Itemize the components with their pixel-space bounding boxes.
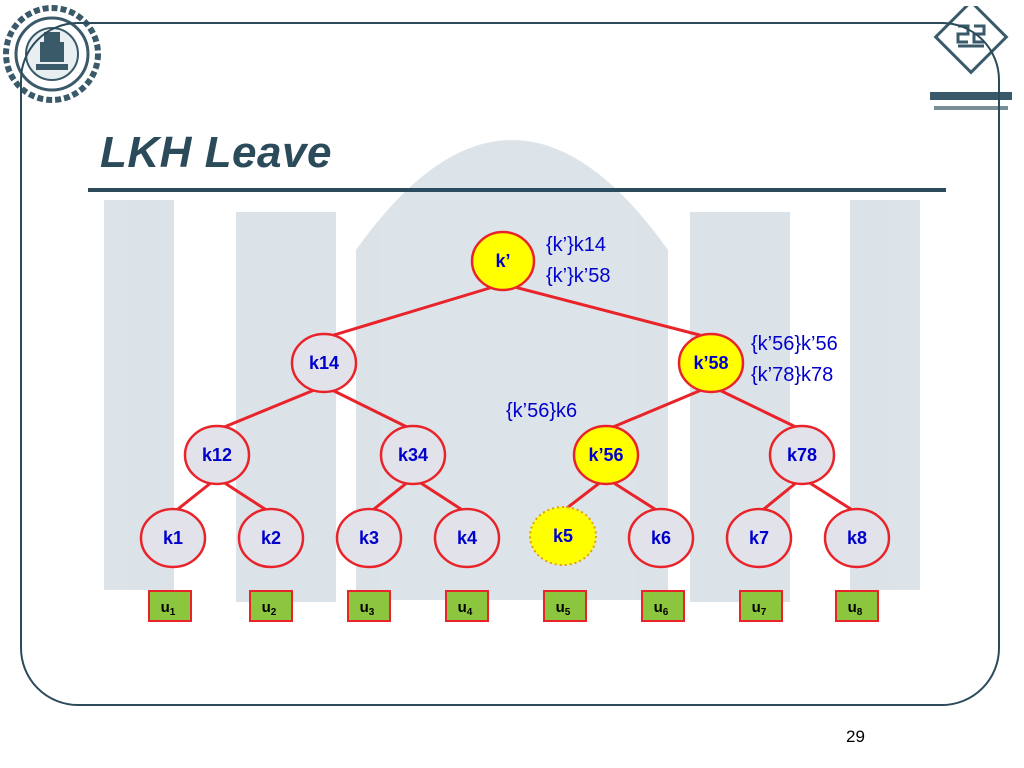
- node-circle: [572, 424, 640, 486]
- user-box-bg: [347, 590, 391, 622]
- edge-root-k14: [323, 282, 504, 340]
- node-label: k5: [553, 526, 573, 546]
- tree-node-root: k’: [470, 230, 536, 292]
- user-label: u2: [262, 599, 277, 618]
- node-label: k’56: [588, 445, 623, 465]
- node-label: k8: [847, 528, 867, 548]
- node-circle: [627, 507, 695, 569]
- user-label: u4: [458, 599, 473, 618]
- edge-k58-k56: [605, 384, 712, 432]
- tree-node-k34: k34: [379, 424, 447, 486]
- tree-node-k2: k2: [237, 507, 305, 569]
- user-label: u5: [556, 599, 571, 618]
- node-circle: [823, 507, 891, 569]
- user-box-bg: [641, 590, 685, 622]
- node-circle: [237, 507, 305, 569]
- annotation-k58-line1: {k’56}k’56: [751, 333, 838, 355]
- tree-node-k1: k1: [139, 507, 207, 569]
- title-underline: [88, 188, 946, 192]
- user-box-bg: [148, 590, 192, 622]
- node-label: k6: [651, 528, 671, 548]
- user-box-8: u8: [835, 590, 879, 622]
- tree-node-k4: k4: [433, 507, 501, 569]
- tree-node-k8: k8: [823, 507, 891, 569]
- user-label: u1: [161, 599, 176, 618]
- user-box-7: u7: [739, 590, 783, 622]
- tree-node-k58: k’58: [677, 332, 745, 394]
- tree-node-k5: k5: [529, 506, 597, 566]
- watermark-logo: [104, 140, 920, 602]
- edge-k14-k34: [323, 384, 414, 432]
- node-circle: [768, 424, 836, 486]
- edge-k58-k78: [710, 384, 803, 432]
- tree-node-k78: k78: [768, 424, 836, 486]
- tree-node-k3: k3: [335, 507, 403, 569]
- node-label: k4: [457, 528, 477, 548]
- tree-node-k14: k14: [290, 332, 358, 394]
- node-circle: [433, 507, 501, 569]
- user-box-5: u5: [543, 590, 587, 622]
- edge-root-k58: [502, 282, 712, 340]
- node-label: k1: [163, 528, 183, 548]
- user-label: u3: [360, 599, 375, 618]
- node-label: k’: [495, 251, 510, 271]
- node-circle: [529, 506, 597, 566]
- user-box-bg: [739, 590, 783, 622]
- tree-node-k6: k6: [627, 507, 695, 569]
- node-label: k34: [398, 445, 428, 465]
- user-box-bg: [445, 590, 489, 622]
- node-label: k’58: [693, 353, 728, 373]
- tree-node-k7: k7: [725, 507, 793, 569]
- tree-node-k12: k12: [183, 424, 251, 486]
- annotation-root-line2: {k’}k’58: [546, 265, 611, 287]
- page-number: 29: [846, 727, 865, 746]
- user-box-bg: [249, 590, 293, 622]
- annotation-k58-line2: {k’78}k78: [751, 364, 833, 386]
- node-circle: [183, 424, 251, 486]
- node-label: k7: [749, 528, 769, 548]
- user-label: u8: [848, 599, 863, 618]
- node-label: k2: [261, 528, 281, 548]
- user-label: u7: [752, 599, 767, 618]
- node-circle: [725, 507, 793, 569]
- node-label: k78: [787, 445, 817, 465]
- node-label: k12: [202, 445, 232, 465]
- user-box-bg: [543, 590, 587, 622]
- node-circle: [379, 424, 447, 486]
- node-label: k3: [359, 528, 379, 548]
- user-box-4: u4: [445, 590, 489, 622]
- node-circle: [470, 230, 536, 292]
- user-box-6: u6: [641, 590, 685, 622]
- node-circle: [139, 507, 207, 569]
- user-label: u6: [654, 599, 669, 618]
- node-circle: [335, 507, 403, 569]
- user-box-3: u3: [347, 590, 391, 622]
- user-box-bg: [835, 590, 879, 622]
- annotation-k56-line1: {k’56}k6: [506, 400, 577, 422]
- user-box-1: u1: [148, 590, 192, 622]
- node-circle: [290, 332, 358, 394]
- user-box-2: u2: [249, 590, 293, 622]
- annotation-root-line1: {k’}k14: [546, 234, 606, 256]
- slide-title: LKH Leave: [100, 128, 332, 177]
- edge-k14-k12: [216, 384, 325, 432]
- tree-node-k56: k’56: [572, 424, 640, 486]
- slide-frame: [20, 22, 1000, 706]
- node-label: k14: [309, 353, 339, 373]
- node-circle: [677, 332, 745, 394]
